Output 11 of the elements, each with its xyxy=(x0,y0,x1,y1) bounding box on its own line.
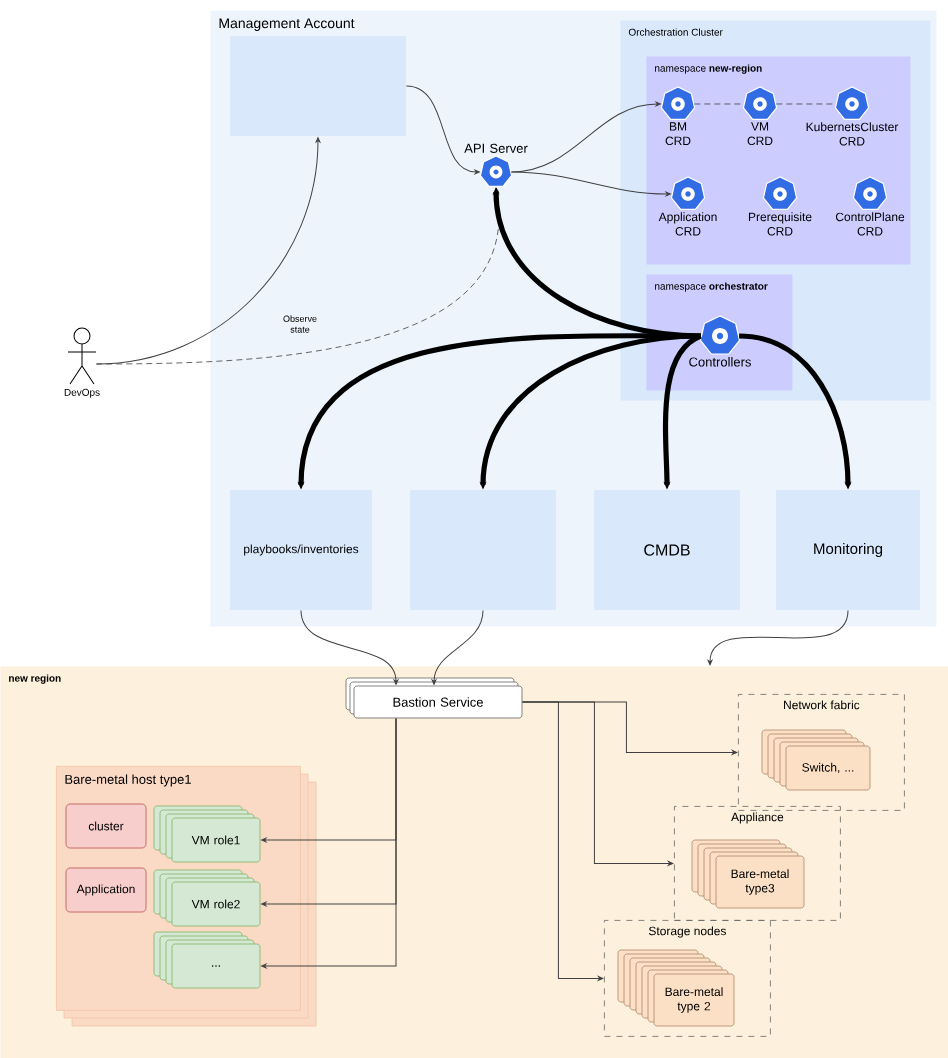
arrow xyxy=(261,717,397,969)
arrow xyxy=(510,171,671,197)
arrow xyxy=(96,187,500,365)
arrow xyxy=(707,609,849,666)
arrow xyxy=(300,609,399,685)
blank-box xyxy=(230,36,406,136)
arrow xyxy=(431,609,484,685)
arrow xyxy=(405,85,480,175)
service-box: CMDB xyxy=(594,490,740,610)
blank-box xyxy=(410,490,556,610)
arrow xyxy=(521,701,604,981)
